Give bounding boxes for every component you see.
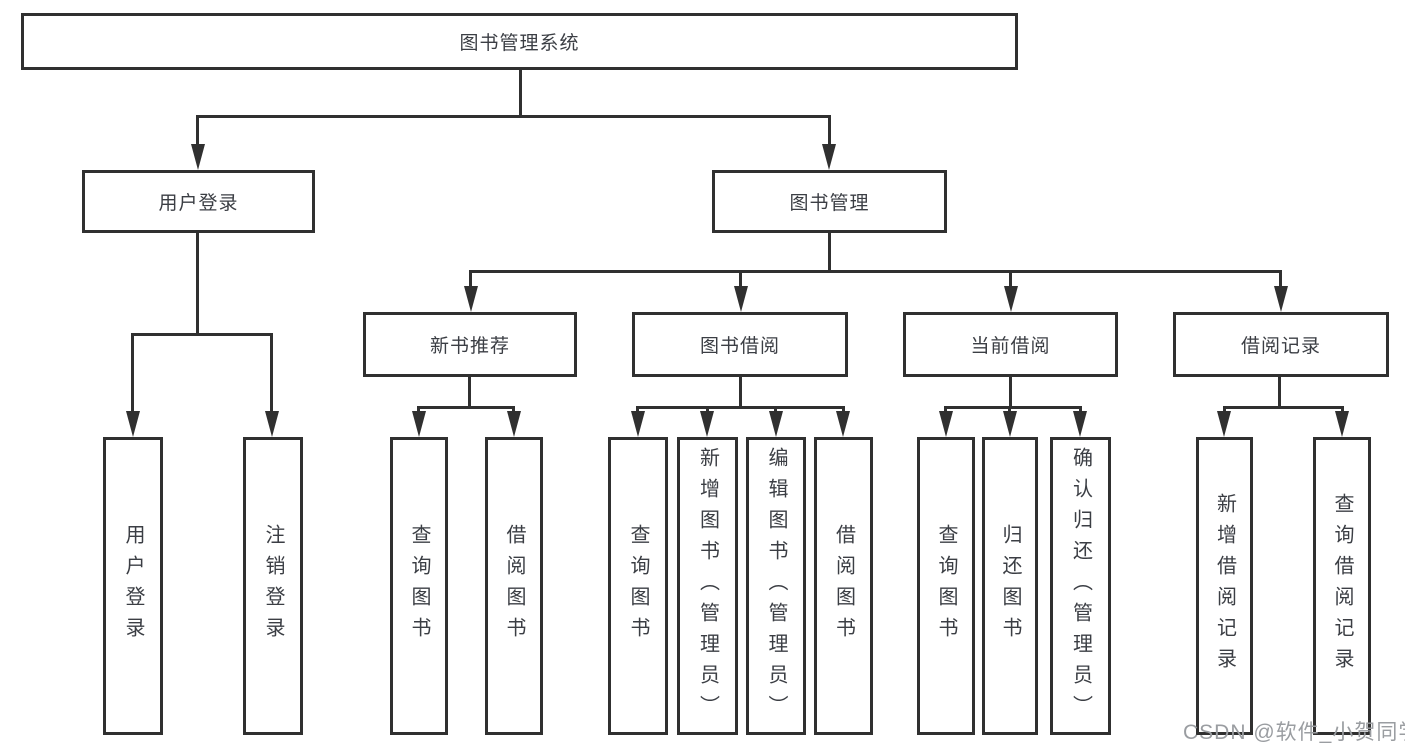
node-label: 用户登录 [158,193,239,214]
connector-line [468,377,471,408]
connector-line [1279,270,1282,290]
connector-line [636,406,845,409]
node-book-management: 图书管理 [712,170,947,233]
connector-line [636,406,639,415]
connector-line [1223,406,1344,409]
connector-line [196,233,199,335]
leaf-label: 新增图书（管理员） [696,446,719,726]
arrowhead-down [265,411,279,437]
arrowhead-down [734,286,748,312]
node-book-borrowing: 图书借阅 [632,312,848,377]
node-library-system: 图书管理系统 [21,13,1018,70]
leaf-query-books-borrowing: 查询图书 [608,437,668,735]
leaf-label: 新增借阅记录 [1213,493,1236,679]
connector-line [1009,377,1012,408]
connector-line [1341,406,1344,415]
node-label: 借阅记录 [1240,336,1321,357]
connector-line [706,406,709,415]
connector-line [519,70,522,117]
node-label: 新书推荐 [429,336,510,357]
arrowhead-down [631,411,645,437]
connector-line [774,406,777,415]
leaf-logout: 注销登录 [243,437,303,735]
node-label: 图书借阅 [699,336,780,357]
arrowhead-down [507,411,521,437]
leaf-query-books-recommend: 查询图书 [390,437,448,735]
leaf-confirm-return-admin: 确认归还（管理员） [1050,437,1111,735]
arrowhead-down [1004,286,1018,312]
connector-line [842,406,845,415]
leaf-label: 确认归还（管理员） [1069,446,1092,726]
arrowhead-down [1217,411,1231,437]
leaf-borrow-books: 借阅图书 [814,437,873,735]
connector-line [1079,406,1082,415]
leaf-label: 借阅图书 [832,524,855,648]
arrowhead-down [191,144,205,170]
leaf-query-books-current: 查询图书 [917,437,975,735]
connector-line [828,233,831,272]
node-user-login: 用户登录 [82,170,315,233]
connector-line [944,406,947,415]
leaf-label: 编辑图书（管理员） [765,446,787,726]
leaf-add-borrow-record: 新增借阅记录 [1196,437,1253,735]
leaf-user-login: 用户登录 [103,437,163,735]
connector-line [417,406,515,409]
arrowhead-down [769,411,783,437]
node-label: 当前借阅 [970,336,1051,357]
connector-line [1223,406,1226,415]
node-label: 图书管理系统 [459,33,580,54]
arrowhead-down [700,411,714,437]
connector-line [131,333,273,336]
connector-line [196,115,831,118]
connector-line [131,333,134,413]
connector-line [469,270,1282,273]
connector-line [1278,377,1281,408]
connector-line [944,406,1082,409]
leaf-label: 注销登录 [262,524,284,648]
leaf-label: 用户登录 [122,524,144,648]
leaf-label: 查询图书 [935,524,957,648]
connector-line [1008,406,1011,415]
node-borrowing-records: 借阅记录 [1173,312,1389,377]
arrowhead-down [464,286,478,312]
arrowhead-down [1335,411,1349,437]
leaf-borrow-books-recommend: 借阅图书 [485,437,543,735]
connector-line [469,270,472,290]
connector-line [739,270,742,290]
arrowhead-down [1073,411,1087,437]
arrowhead-down [1003,411,1017,437]
arrowhead-down [412,411,426,437]
leaf-label: 借阅图书 [503,524,525,648]
connector-line [417,406,420,415]
connector-line [196,115,199,147]
connector-line [1009,270,1012,290]
connector-line [270,333,273,413]
arrowhead-down [126,411,140,437]
arrowhead-down [1274,286,1288,312]
node-new-book-recommend: 新书推荐 [363,312,577,377]
leaf-return-books: 归还图书 [982,437,1038,735]
node-current-borrowing: 当前借阅 [903,312,1118,377]
connector-line [828,115,831,147]
leaf-label: 查询图书 [408,524,430,648]
leaf-label: 归还图书 [999,524,1021,648]
arrowhead-down [939,411,953,437]
node-label: 图书管理 [789,193,870,214]
leaf-edit-books-admin: 编辑图书（管理员） [746,437,806,735]
leaf-query-borrow-record: 查询借阅记录 [1313,437,1371,735]
arrowhead-down [822,144,836,170]
watermark: CSDN @软件_小贺同学 [1183,721,1405,744]
leaf-label: 查询借阅记录 [1331,493,1353,679]
leaf-add-books-admin: 新增图书（管理员） [677,437,738,735]
connector-line [512,406,515,415]
connector-line [739,377,742,408]
leaf-label: 查询图书 [627,524,649,648]
arrowhead-down [836,411,850,437]
